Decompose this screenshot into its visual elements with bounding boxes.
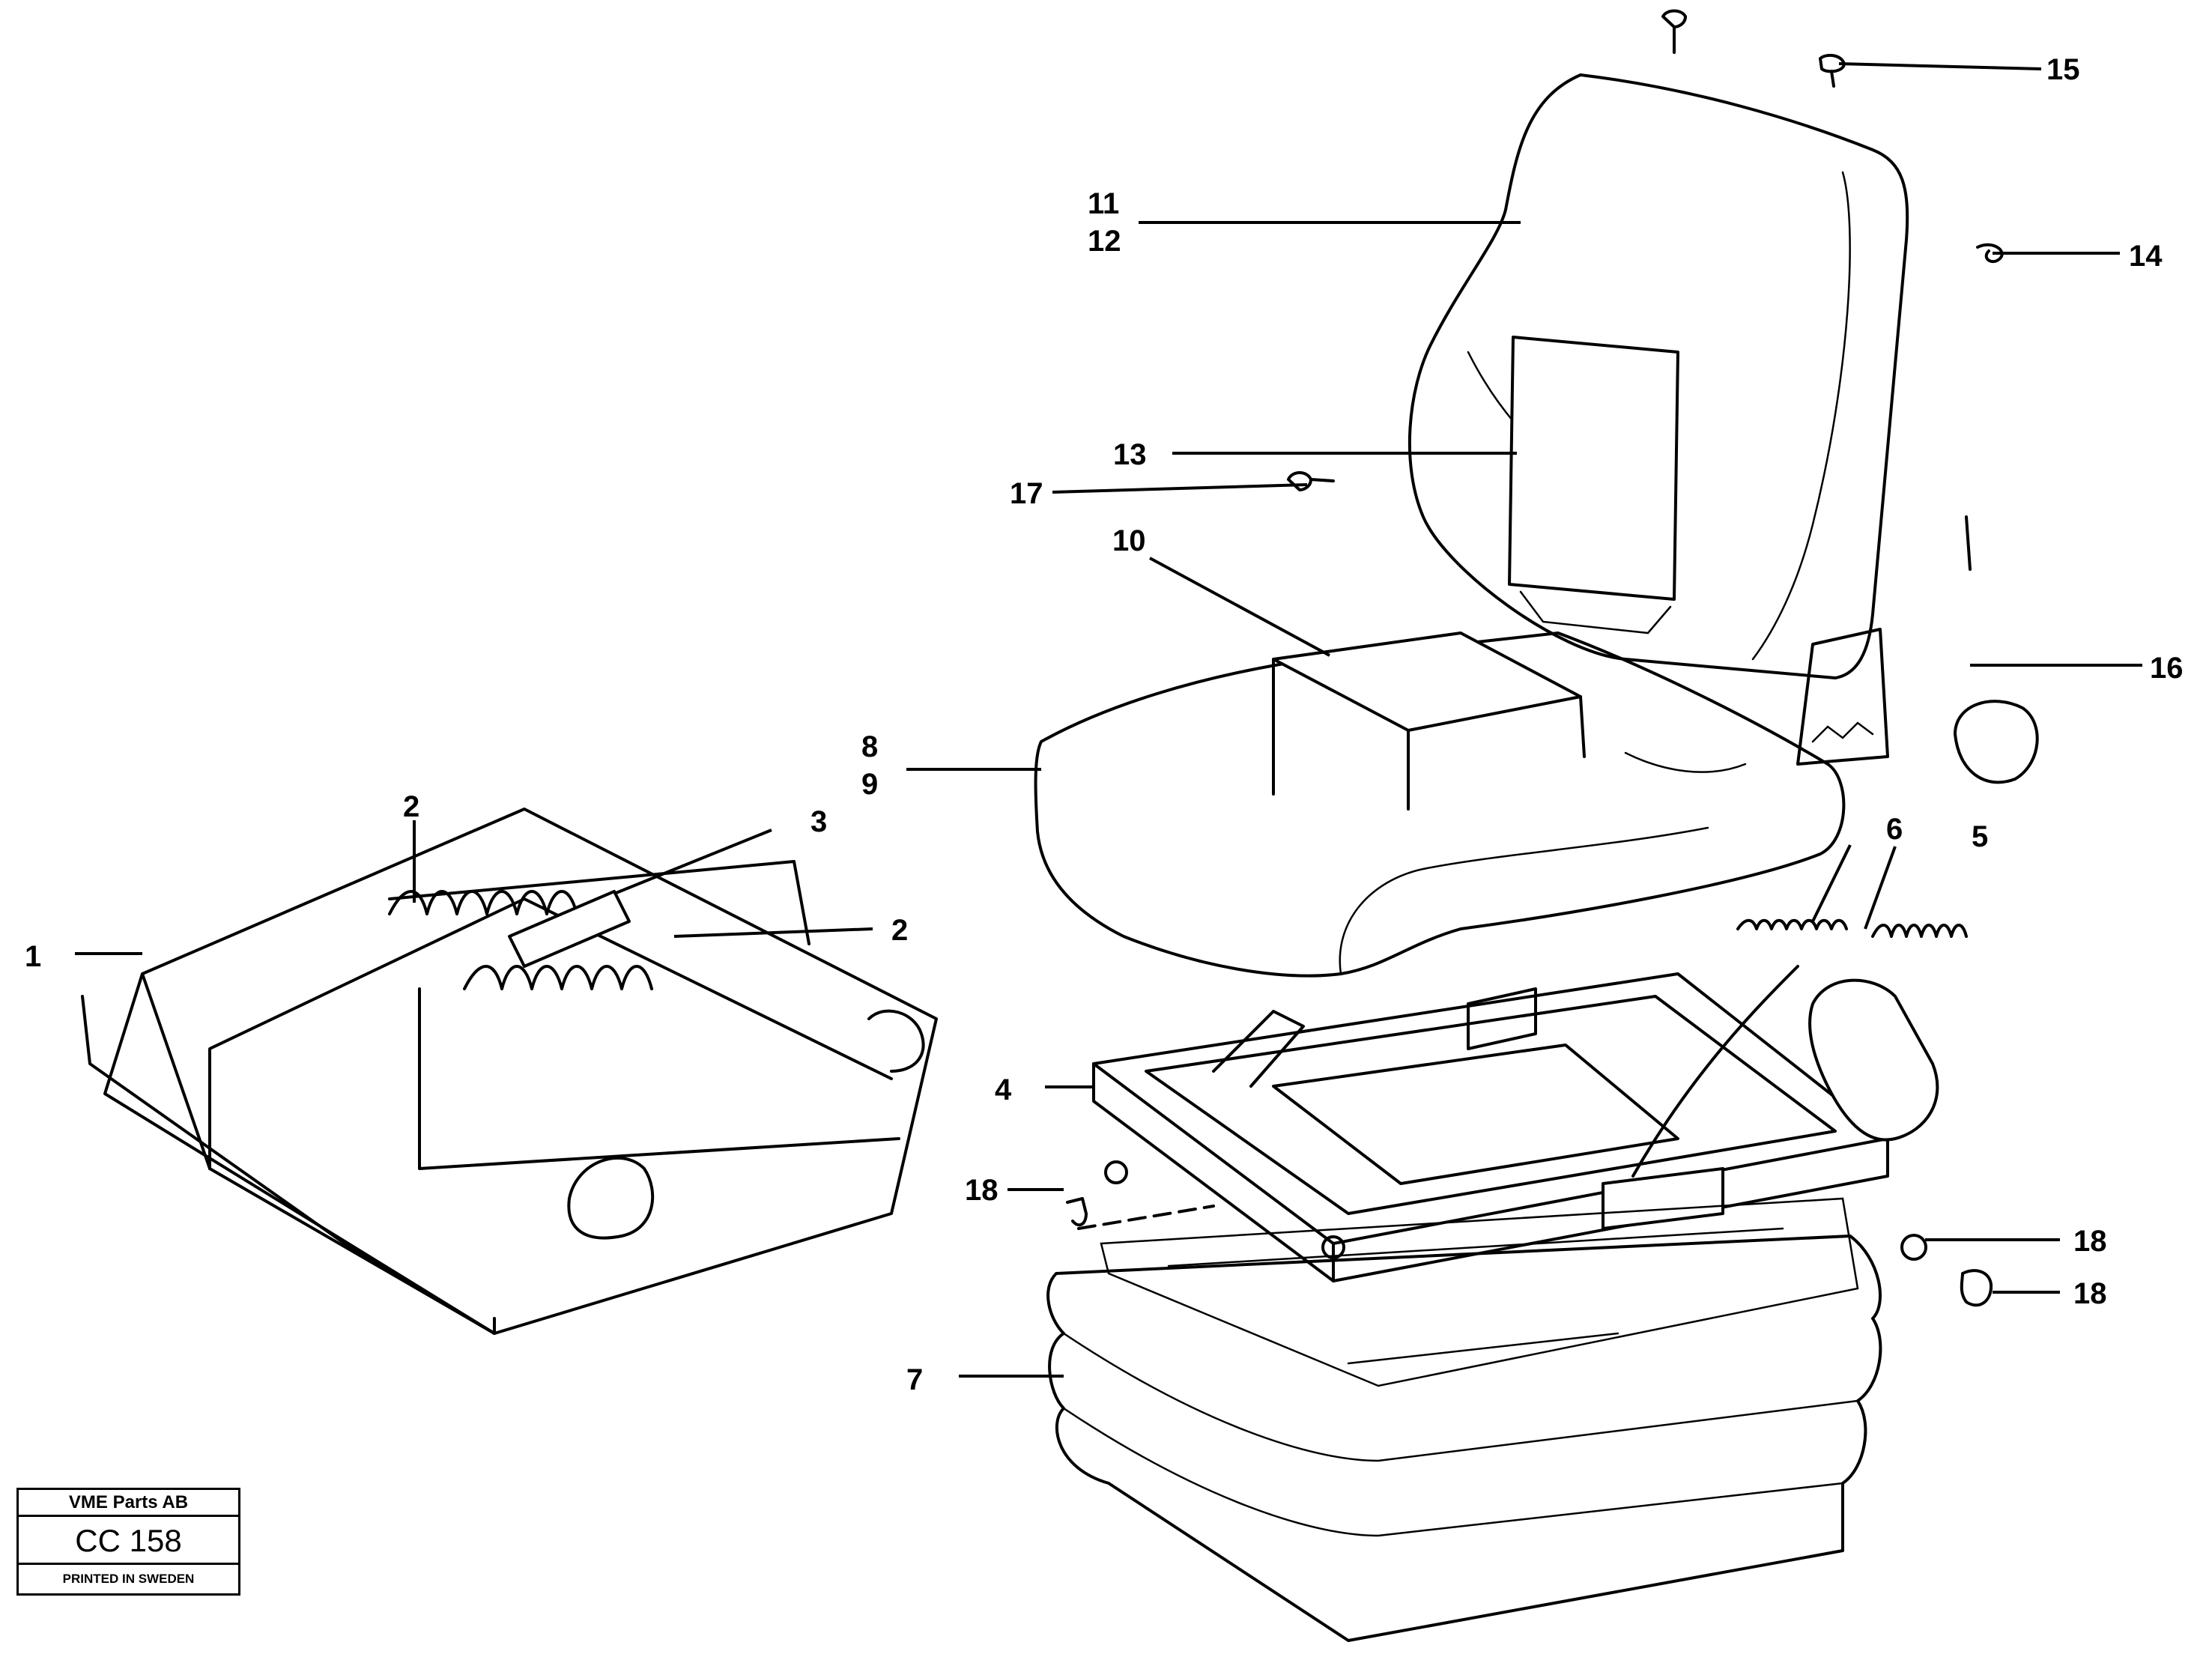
callout-4: 4	[995, 1073, 1012, 1106]
callout-10: 10	[1112, 524, 1146, 557]
callout-18-right: 18	[2073, 1225, 2107, 1258]
callout-7: 7	[906, 1363, 923, 1396]
callout-13: 13	[1113, 438, 1147, 471]
callout-9: 9	[861, 768, 878, 801]
callout-labels: 1 2 2 3 4 5 6 7 8 9 10 11 12 13 14 15 16…	[25, 53, 2184, 1396]
callout-11: 11	[1088, 187, 1119, 220]
callout-3: 3	[810, 805, 827, 838]
stamp-company: VME Parts AB	[19, 1490, 238, 1517]
lumbar-pad	[1508, 336, 1679, 634]
callout-2-upper: 2	[403, 790, 419, 823]
seat-frame	[1092, 965, 1939, 1282]
callout-18-left: 18	[965, 1174, 999, 1207]
small-parts	[1066, 9, 2039, 1307]
suspension-unit	[81, 808, 938, 1335]
callout-15: 15	[2046, 53, 2080, 86]
callout-2-lower: 2	[891, 914, 908, 947]
bellows	[1046, 1197, 1882, 1642]
callout-14: 14	[2129, 240, 2163, 273]
callout-8: 8	[861, 730, 878, 763]
callout-16: 16	[2150, 652, 2184, 685]
callout-5: 5	[1972, 820, 1988, 853]
callout-17: 17	[1010, 477, 1043, 510]
callout-12: 12	[1088, 225, 1121, 258]
leader-lines	[75, 62, 2142, 1378]
callout-18-lower: 18	[2073, 1277, 2107, 1310]
stamp-printed: PRINTED IN SWEDEN	[62, 1572, 195, 1586]
title-stamp: VME Parts AB CC 158 PRINTED IN SWEDEN	[16, 1488, 240, 1596]
stamp-code: CC 158	[19, 1517, 238, 1565]
seat-cushion	[1034, 631, 1846, 978]
callout-1: 1	[25, 940, 41, 973]
callout-6: 6	[1886, 813, 1903, 846]
